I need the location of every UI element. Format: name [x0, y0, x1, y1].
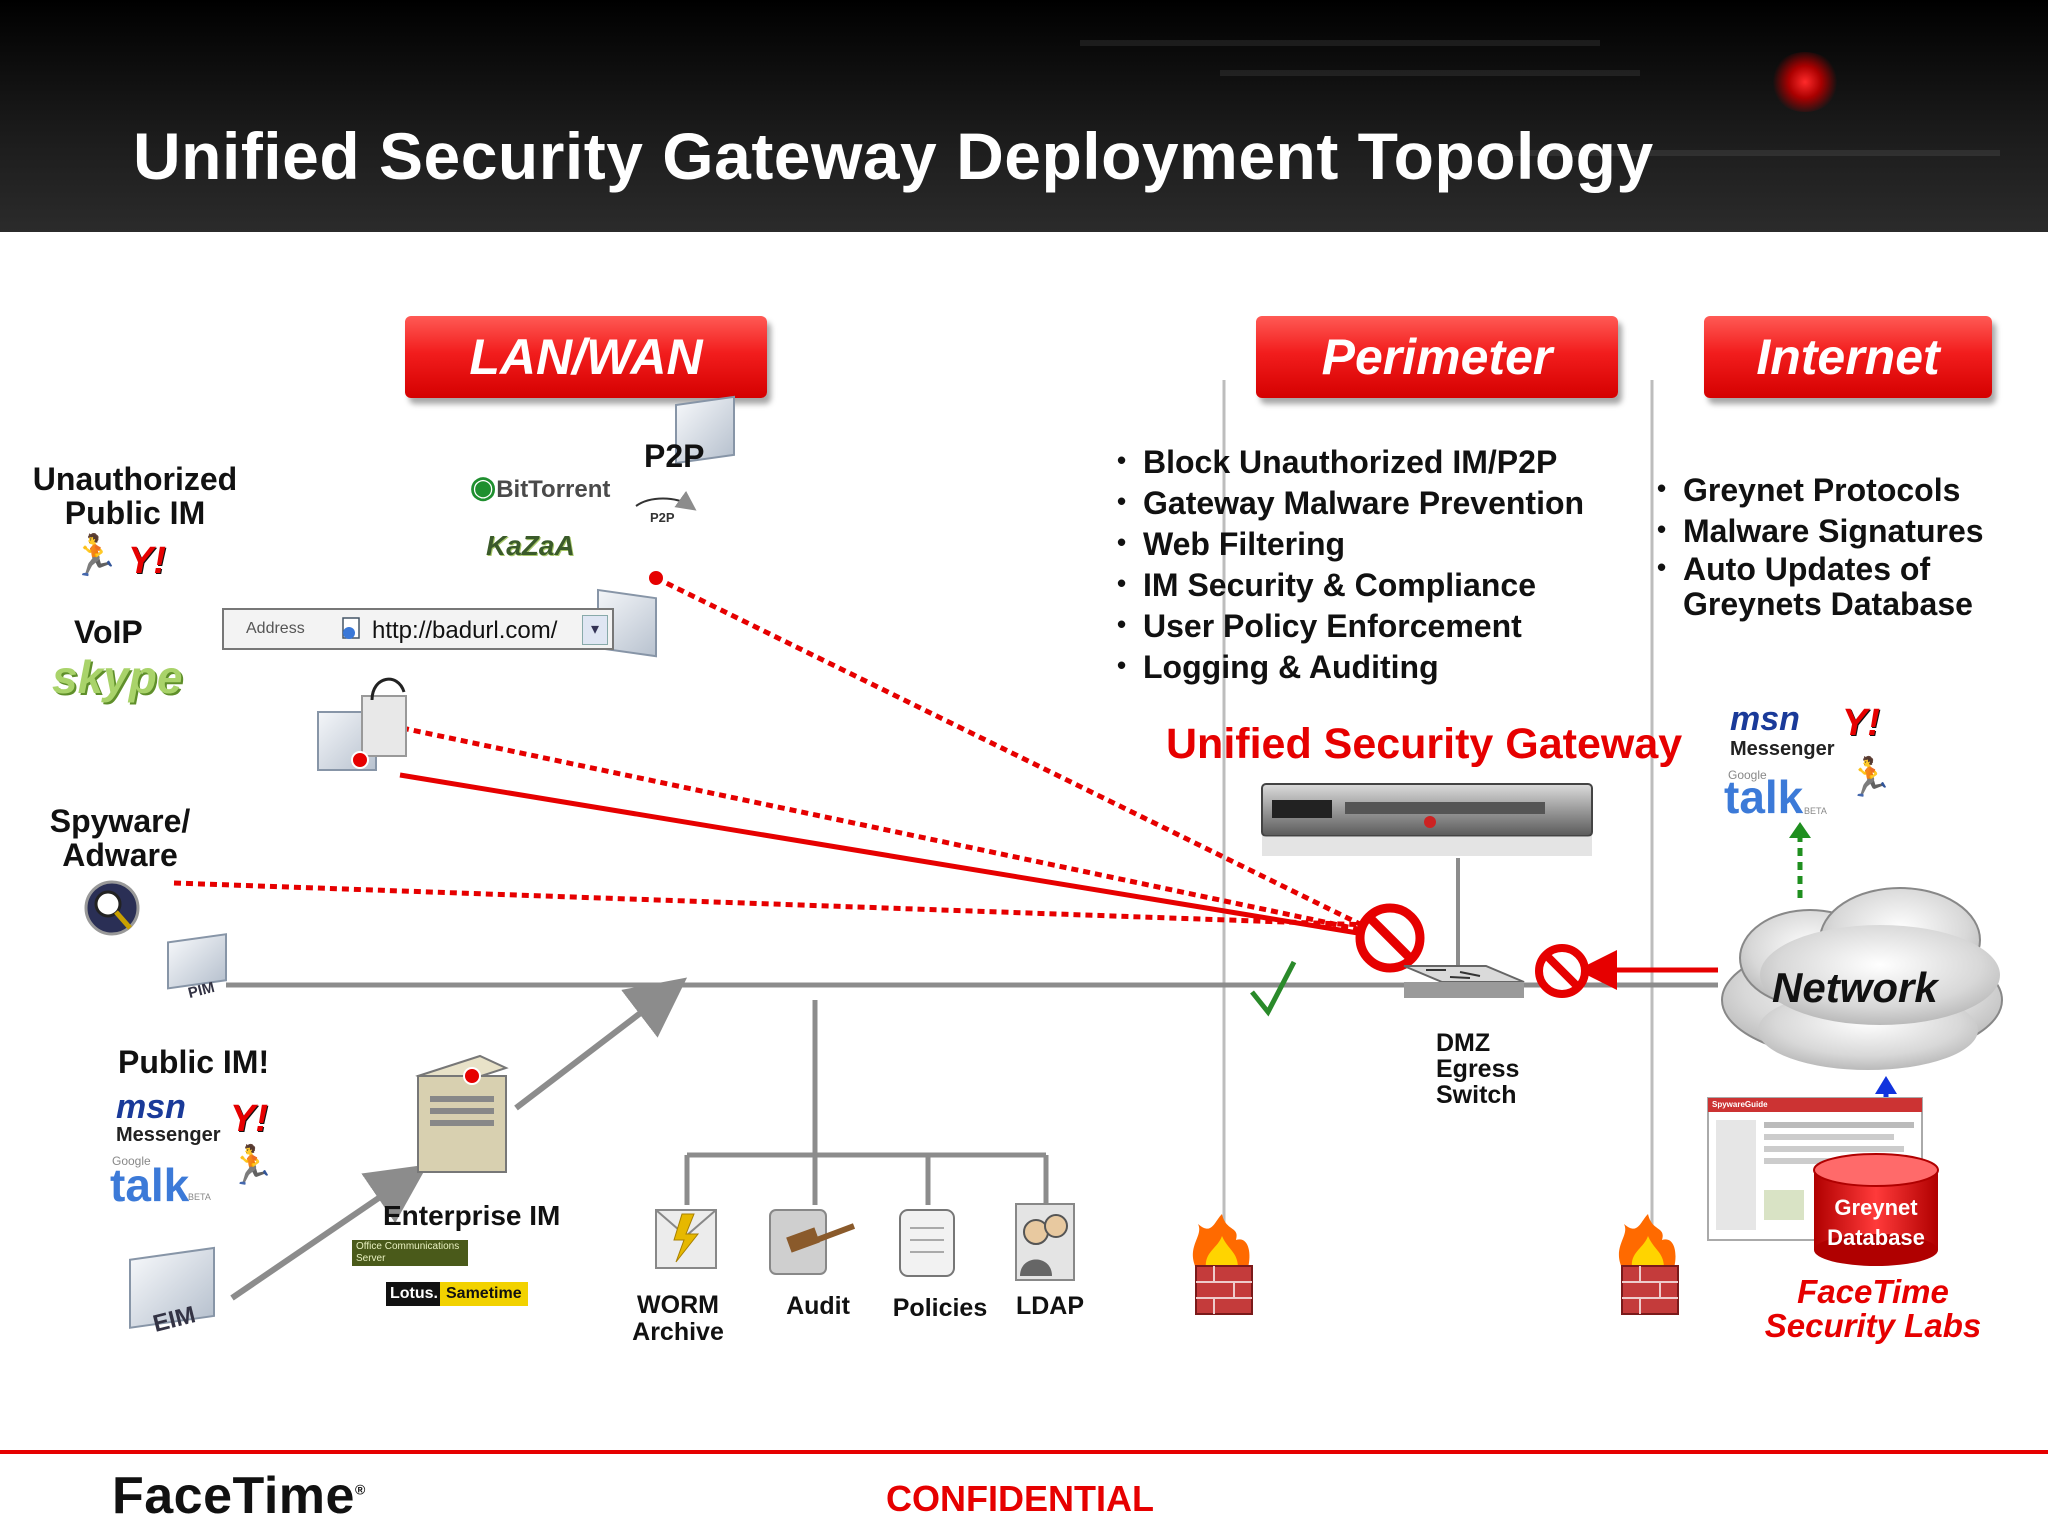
slide-title: Unified Security Gateway Deployment Topo…	[133, 119, 1654, 193]
list-item: Logging & Auditing	[1117, 645, 1584, 688]
dmz-switch-label: DMZ Egress Switch	[1436, 1029, 1520, 1109]
bittorrent-icon: ◉	[470, 471, 497, 504]
header-red-light	[1770, 52, 1840, 112]
zone-internet-header: Internet	[1704, 316, 1992, 398]
list-item: Auto Updates of Greynets Database	[1657, 550, 2017, 622]
list-item: Block Unauthorized IM/P2P	[1117, 440, 1584, 483]
firewall-icon	[1618, 1214, 1679, 1315]
gateway-server-icon	[1261, 783, 1593, 856]
sametime-logo: Sametime	[440, 1282, 528, 1306]
unauthorized-im-label: Unauthorized Public IM	[32, 461, 238, 531]
office-comm-server-logo: Office Communications Server	[352, 1240, 468, 1266]
yahoo-logo: Y!	[230, 1098, 268, 1140]
bittorrent-logo: ◉BitTorrent	[470, 471, 611, 504]
spyware-label: Spyware/ Adware	[49, 803, 191, 873]
voip-label: VoIP	[74, 614, 143, 650]
worm-archive-label: WORM Archive	[632, 1291, 724, 1346]
switch-icon	[1403, 965, 1525, 998]
p2p-badge: P2P	[650, 510, 675, 525]
greynet-database-icon	[1813, 1153, 1939, 1266]
security-labs-label: FaceTime Security Labs	[1764, 1273, 1982, 1344]
aim-icon: 🏃	[1846, 757, 1894, 799]
zone-lan-wan-header: LAN/WAN	[405, 316, 767, 398]
list-item: Malware Signatures	[1657, 509, 2017, 552]
audit-label: Audit	[786, 1292, 850, 1320]
aim-icon: 🏃	[70, 534, 120, 578]
aim-icon: 🏃	[228, 1145, 276, 1187]
perimeter-feature-list: Block Unauthorized IM/P2P Gateway Malwar…	[1117, 440, 1584, 688]
gateway-title: Unified Security Gateway	[1166, 720, 1683, 768]
messenger-logo-text: Messenger	[1730, 738, 1835, 760]
list-item: Greynet Protocols	[1657, 468, 2017, 511]
pim-monitor-icon	[167, 933, 227, 990]
ldap-users-icon	[1015, 1203, 1075, 1281]
network-label: Network	[1772, 964, 1938, 1011]
list-item: Web Filtering	[1117, 522, 1584, 565]
im-client-device-icon	[317, 677, 407, 771]
list-item: Gateway Malware Prevention	[1117, 481, 1584, 524]
header-decoration	[1220, 70, 1640, 76]
public-im-label: Public IM!	[118, 1044, 270, 1080]
address-bar[interactable]: Address http://badurl.com/ ▾	[222, 608, 614, 650]
messenger-logo-text: Messenger	[116, 1124, 221, 1146]
greynet-db-label: Greynet Database	[1827, 1195, 1925, 1250]
beta-tag: BETA	[1804, 806, 1827, 816]
header-decoration	[1080, 40, 1600, 46]
lotus-logo: Lotus.	[386, 1282, 442, 1306]
audit-gavel-icon	[769, 1209, 856, 1275]
yahoo-logo: Y!	[128, 540, 166, 582]
talk-logo: talk	[110, 1159, 190, 1211]
server-to-backbone-arrow	[514, 977, 688, 1111]
confidential-label: CONFIDENTIAL	[886, 1478, 1154, 1519]
im-threat-line	[401, 725, 1373, 935]
enterprise-im-label: Enterprise IM	[383, 1200, 561, 1231]
kazaa-logo: KaZaA	[486, 530, 575, 561]
header-decoration	[1500, 150, 2000, 156]
msn-logo: msn	[116, 1088, 186, 1126]
page-icon	[342, 617, 360, 639]
zone-perimeter-header: Perimeter	[1256, 316, 1618, 398]
google-logo-text: Google	[1728, 768, 1767, 782]
beta-tag: BETA	[188, 1192, 211, 1202]
eim-monitor-icon	[129, 1246, 215, 1329]
worm-archive-icon	[655, 1209, 717, 1269]
policies-scroll-icon	[899, 1209, 955, 1277]
yahoo-logo: Y!	[1842, 702, 1880, 744]
firewall-icon	[1192, 1214, 1253, 1315]
p2p-threat-line	[654, 575, 1374, 933]
talk-logo: talk	[1724, 771, 1804, 823]
url-threat-line	[399, 772, 1371, 938]
p2p-label: P2P	[644, 438, 705, 474]
chevron-down-icon[interactable]: ▾	[582, 615, 608, 645]
policies-label: Policies	[892, 1294, 988, 1322]
check-icon	[1250, 960, 1297, 1017]
eim-to-server-arrow	[230, 1164, 428, 1301]
internet-feature-list: Greynet Protocols Malware Signatures Aut…	[1657, 468, 2017, 622]
address-label: Address	[246, 620, 305, 637]
header-banner: Unified Security Gateway Deployment Topo…	[0, 0, 2048, 232]
facetime-logo: FaceTime®	[112, 1467, 366, 1525]
block-icon	[1535, 944, 1589, 998]
msn-logo: msn	[1730, 700, 1800, 738]
google-logo-text: Google	[112, 1154, 151, 1168]
address-url-value: http://badurl.com/	[372, 617, 558, 644]
p2p-monitors-icon	[597, 395, 735, 658]
network-cloud-icon	[1721, 887, 2003, 1070]
list-item: IM Security & Compliance	[1117, 563, 1584, 606]
block-icon	[1355, 903, 1425, 973]
spyware-icon	[84, 880, 140, 936]
skype-logo: skype	[52, 651, 183, 703]
spyware-threat-line	[173, 880, 1371, 928]
ldap-label: LDAP	[1015, 1292, 1085, 1320]
enterprise-server-icon	[415, 1054, 509, 1173]
spywareguide-logo: SpywareGuide	[1712, 1100, 1768, 1109]
footer-divider	[0, 1450, 2048, 1454]
list-item: User Policy Enforcement	[1117, 604, 1584, 647]
